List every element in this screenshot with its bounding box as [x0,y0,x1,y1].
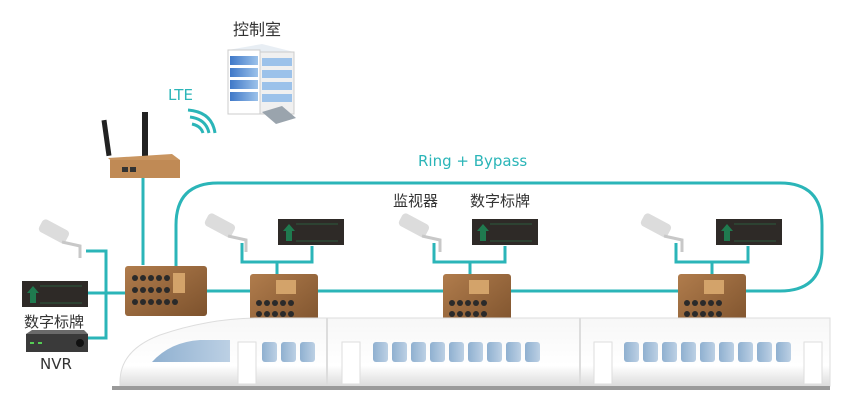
digital-signage-icon [278,219,344,245]
wireless-signal-icon [187,108,217,134]
control-room-building-icon [227,44,296,124]
train-window [757,342,772,362]
link-car3-devices [674,243,750,276]
nvr-icon [26,330,88,352]
train-window [662,342,677,362]
digital-signage-icon [716,219,782,245]
ring-bypass-label: Ring + Bypass [418,152,528,170]
lte-label: LTE [168,86,193,104]
link-left-devices [86,249,125,340]
digital-signage-label: 数字标牌 [470,192,531,210]
backbone-switch-icon [125,266,207,316]
train-window [738,342,753,362]
train-window [430,342,445,362]
digital-signage-icon [472,219,538,245]
train-window [411,342,426,362]
train-window [506,342,521,362]
car-switch-icon [678,274,746,330]
nvr-label: NVR [40,355,72,373]
network-links [86,178,824,340]
train-window [281,342,296,362]
train-window [449,342,464,362]
train-window [487,342,502,362]
car-switch-icon [250,274,318,330]
camera-icon [204,213,248,252]
train-door [237,341,257,385]
camera-label: 监视器 [393,192,439,210]
train-window [719,342,734,362]
train-door [803,341,823,385]
train-window [681,342,696,362]
train-window [525,342,540,362]
camera-icon [398,213,442,252]
link-car2-devices [432,243,507,276]
train-door [593,341,613,385]
train-window [643,342,658,362]
train-window [700,342,715,362]
control-room-label: 控制室 [233,20,282,39]
train-window [776,342,791,362]
train [112,317,831,390]
train-window [468,342,483,362]
train-window [392,342,407,362]
train-window [262,342,277,362]
train-window [624,342,639,362]
digital-signage-left-icon [22,281,88,307]
camera-left-icon [38,219,82,258]
train-window [373,342,388,362]
link-car1-devices [240,243,314,276]
digital-signage-left-label: 数字标牌 [24,313,85,331]
ring-bypass-loop [174,181,824,293]
car-switch-icon [443,274,511,330]
train-window [300,342,315,362]
train-door [341,341,361,385]
camera-icon [640,213,684,252]
lte-router-icon [101,112,180,178]
